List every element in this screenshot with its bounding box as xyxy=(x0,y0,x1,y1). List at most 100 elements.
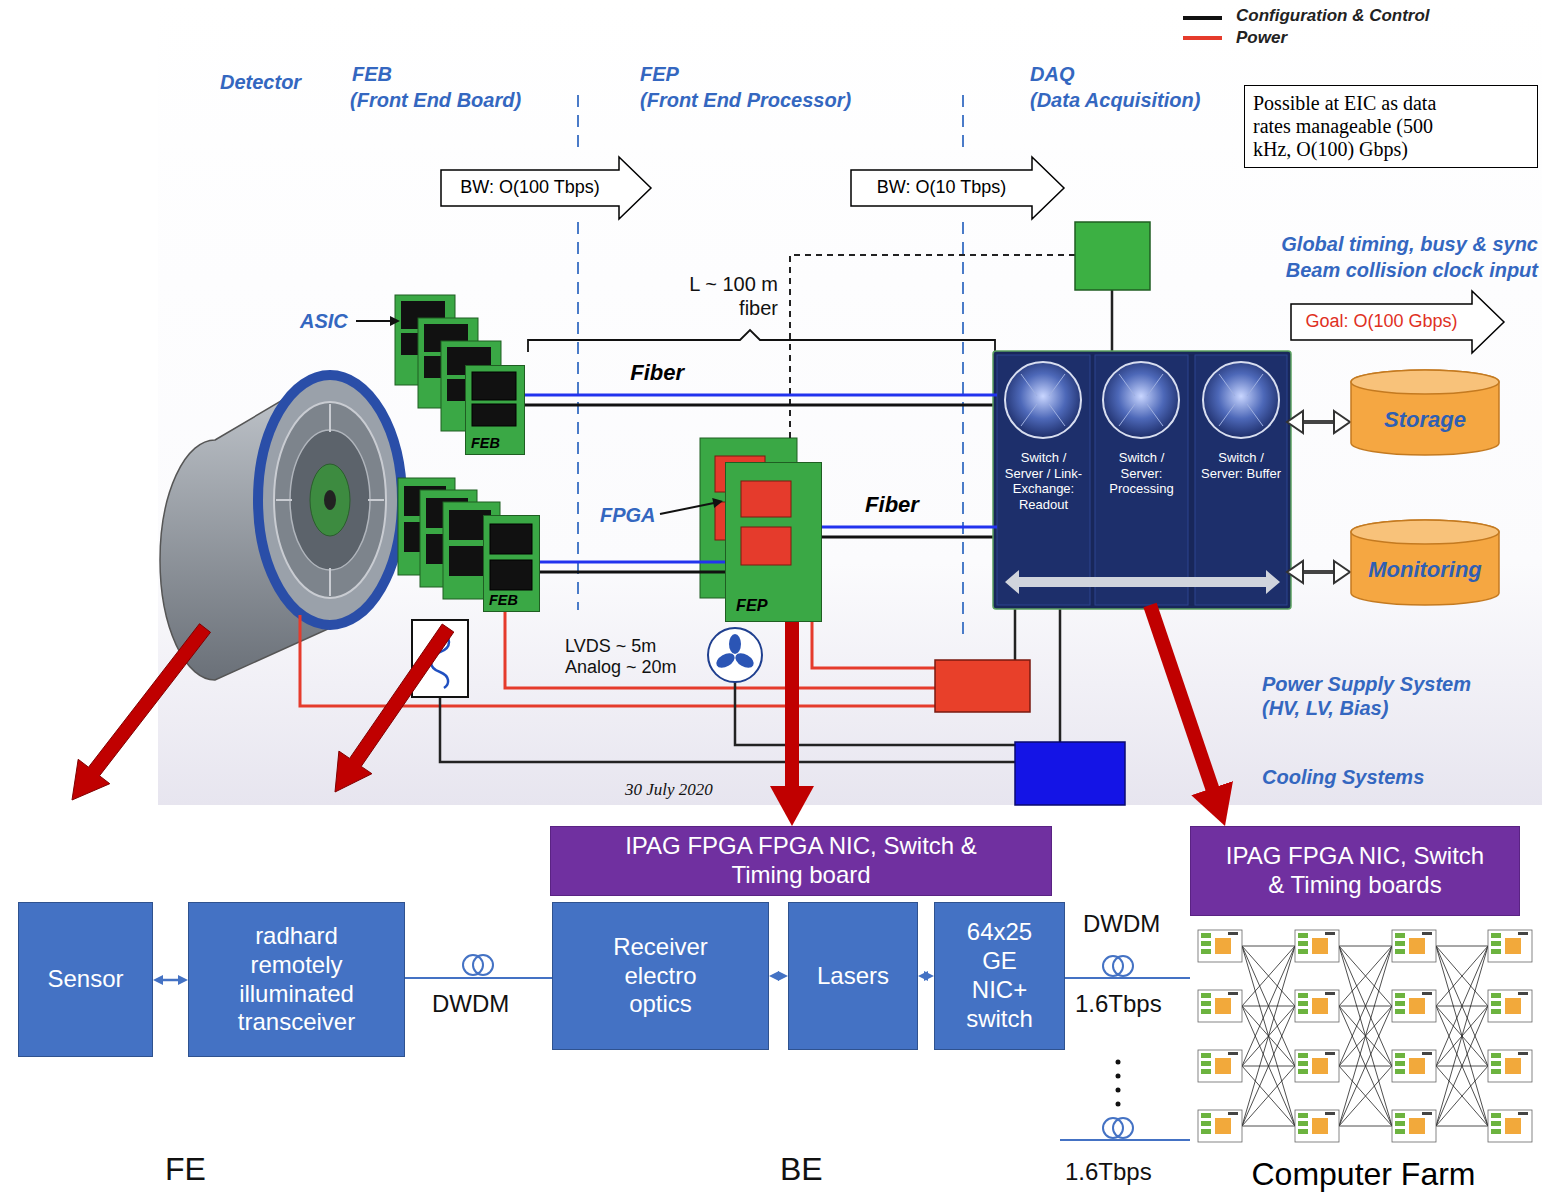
link-label: DWDM xyxy=(1083,910,1160,939)
detector-illustration xyxy=(290,430,370,570)
process-box: Sensor xyxy=(18,902,153,1057)
block-arrow-outline xyxy=(851,157,1064,219)
board-stack xyxy=(449,546,491,576)
system-note: Beam collision clock input xyxy=(1286,258,1538,282)
node-text: Monitoring xyxy=(1368,558,1482,582)
connector xyxy=(1065,977,1190,979)
chip-symbol xyxy=(490,560,532,590)
cable-note: LVDS ~ 5m Analog ~ 20m xyxy=(565,636,705,678)
wires xyxy=(300,255,1112,762)
connector xyxy=(822,526,997,529)
node-text: BW: O(10 Tbps) xyxy=(877,177,1006,199)
legend-text: Configuration & Control xyxy=(1236,6,1430,26)
zoom-arrow xyxy=(335,624,454,792)
continuation-dots xyxy=(1116,1074,1121,1079)
farm-mesh xyxy=(1488,1110,1532,1142)
chip-symbol xyxy=(472,404,516,426)
note-box: Possible at EIC as data rates manageable… xyxy=(1244,85,1538,168)
farm-mesh xyxy=(1198,930,1532,1142)
wires xyxy=(440,290,1112,762)
node-text: Lasers xyxy=(817,962,889,991)
board-banner: IPAG FPGA FPGA NIC, Switch & Timing boar… xyxy=(550,826,1052,896)
cylinder-body xyxy=(1351,520,1499,605)
legend-line-samples xyxy=(1183,18,1222,38)
front-end-board: FEB xyxy=(465,365,525,455)
system-note: Global timing, busy & sync xyxy=(1281,232,1538,256)
front-end-board: FEB xyxy=(483,515,540,612)
cooling-box xyxy=(1015,742,1125,805)
farm-mesh xyxy=(1198,1110,1242,1142)
farm-mesh xyxy=(1198,1050,1242,1082)
farm-mesh xyxy=(1198,930,1242,962)
zoom-arrow xyxy=(72,624,454,800)
node-text: 64x25 GE NIC+ switch xyxy=(961,918,1038,1033)
daq-rack xyxy=(1103,362,1179,438)
connector xyxy=(1300,570,1337,574)
part-label: FPGA xyxy=(600,503,656,527)
fan-symbol xyxy=(708,628,762,682)
goal-arrow: Goal: O(100 Gbps) xyxy=(1290,290,1505,354)
board-stack xyxy=(715,456,765,492)
connector-label: Fiber xyxy=(865,492,919,518)
block-arrow-outline xyxy=(1291,291,1504,353)
block-arrow-shape xyxy=(1290,290,1505,354)
daq-rack xyxy=(997,355,1090,605)
chip-symbol xyxy=(490,524,532,554)
fiber-coil xyxy=(473,955,493,975)
daq-rack xyxy=(1021,374,1263,426)
connector-label: Fiber xyxy=(630,360,684,386)
block-arrow-shape xyxy=(440,156,652,220)
storage-cylinder: Storage xyxy=(1350,370,1500,455)
power-supply-box xyxy=(935,660,1030,712)
wires xyxy=(525,405,997,572)
farm-mesh xyxy=(1392,930,1436,962)
front-end-processor: FEP xyxy=(725,462,822,622)
zoom-arrow xyxy=(72,624,211,800)
chip-symbols xyxy=(466,366,526,456)
cylinder-body xyxy=(1351,370,1499,455)
connector xyxy=(785,622,799,796)
link-label: DWDM xyxy=(432,990,509,1019)
server-panel: Switch / Server: Buffer xyxy=(1195,355,1287,605)
cylinder-shape xyxy=(1350,370,1500,455)
farm-mesh xyxy=(1242,946,1488,1126)
column-subheading: (Data Acquisition) xyxy=(1030,88,1200,112)
leader-arrow xyxy=(712,498,723,508)
farm-mesh xyxy=(1488,930,1532,962)
farm-mesh xyxy=(1295,1110,1339,1142)
process-box: Lasers xyxy=(788,902,918,1050)
daq-rack xyxy=(1203,362,1279,438)
column-heading: Detector xyxy=(220,70,301,94)
node-text: Switch / Server: Processing xyxy=(1099,450,1184,497)
rate-label: 1.6Tbps xyxy=(1075,990,1162,1019)
process-box: radhard remotely illuminated transceiver xyxy=(188,902,405,1057)
continuation-dots xyxy=(1116,1060,1121,1107)
connector xyxy=(1150,605,1215,798)
cylinder-shape xyxy=(1350,520,1500,605)
connector xyxy=(924,975,928,978)
node-text: Goal: O(100 Gbps) xyxy=(1305,311,1457,333)
farm-mesh xyxy=(1488,1050,1532,1082)
node-text: FEB xyxy=(489,593,539,609)
connector xyxy=(159,979,182,982)
system-note: Power Supply System (HV, LV, Bias) xyxy=(1262,672,1502,720)
connector xyxy=(540,561,725,564)
daq-rack xyxy=(993,351,1291,609)
chip-symbol xyxy=(741,481,791,517)
column-separator xyxy=(578,95,963,635)
board-stack xyxy=(449,510,491,540)
column-subheading: (Front End Processor) xyxy=(640,88,851,112)
connector xyxy=(405,977,552,979)
continuation-dots xyxy=(1116,1060,1121,1065)
block-arrow-outline xyxy=(441,157,651,219)
node-text: Storage xyxy=(1384,408,1466,432)
farm-mesh xyxy=(1295,990,1339,1022)
rate-label: 1.6Tbps xyxy=(1065,1158,1152,1187)
legend-line-samples xyxy=(1183,36,1222,40)
daq-rack xyxy=(1095,355,1188,605)
length-bracket xyxy=(528,330,995,352)
node-text: Computer Farm xyxy=(1251,1157,1475,1192)
leader-arrow xyxy=(356,321,714,514)
node-text: FEB xyxy=(471,436,524,452)
